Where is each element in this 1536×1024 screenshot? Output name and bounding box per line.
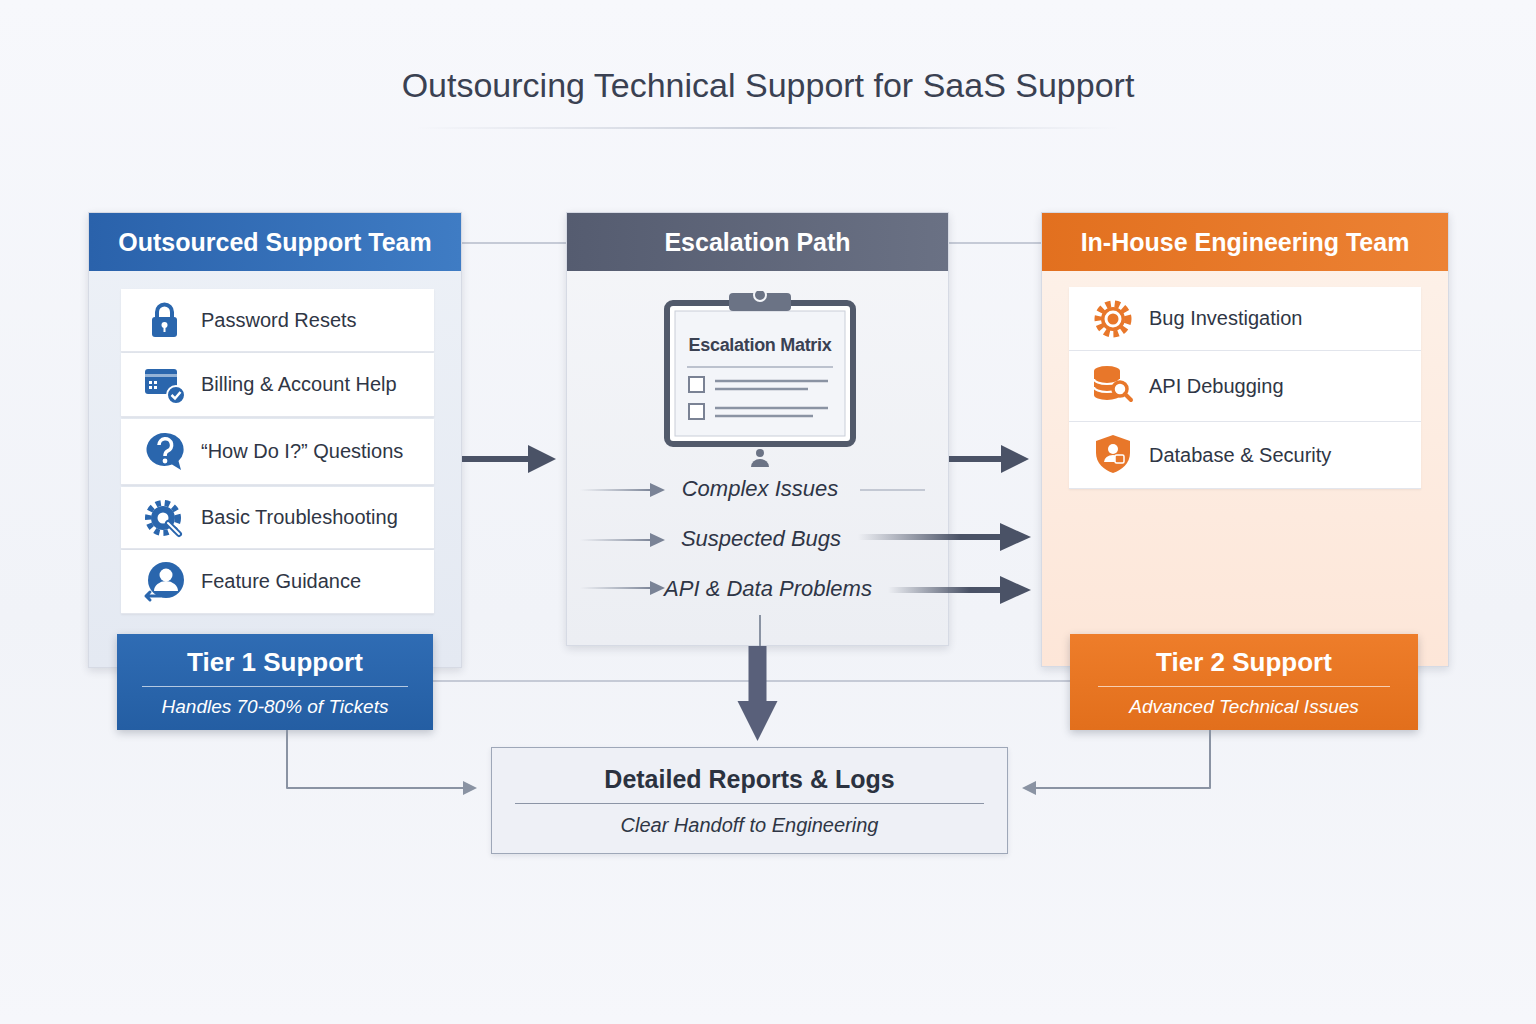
icon-glyph: [1091, 433, 1135, 475]
flow-arrow: [949, 456, 1001, 462]
panel-title: Escalation Path: [664, 228, 850, 257]
icon-glyph: [143, 430, 187, 472]
task-box: Password Resets: [121, 289, 434, 352]
panel-title: Outsourced Support Team: [118, 228, 431, 257]
icon-glyph: [143, 561, 187, 603]
item-icon: [1091, 433, 1135, 475]
escalation-reason: Suspected Bugs: [641, 526, 881, 552]
icon-glyph: [1091, 362, 1135, 404]
item-icon: [143, 561, 187, 603]
report-rule: [515, 803, 984, 804]
task-box: Billing & Account Help: [121, 353, 434, 417]
item-icon: [143, 300, 187, 342]
team-panel: Escalation PathEscalation Matrix: [566, 212, 949, 646]
escalation-reason: Complex Issues: [640, 476, 880, 502]
badge-title: Tier 1 Support: [187, 647, 363, 678]
item-label: Database & Security: [1149, 444, 1331, 467]
icon-glyph: [143, 300, 187, 342]
panel-header: In-House Engineering Team: [1042, 213, 1448, 271]
item-icon: [143, 498, 187, 540]
item-label: Password Resets: [201, 309, 357, 332]
flow-arrow: [287, 730, 463, 788]
item-icon: [1091, 362, 1135, 404]
clipboard-title: Escalation Matrix: [663, 335, 857, 356]
title-underline: [415, 127, 1120, 129]
team-panel: Outsourced Support TeamPassword ResetsBi…: [88, 212, 462, 668]
badge-subtitle: Advanced Technical Issues: [1129, 696, 1359, 718]
escalation-reason: API & Data Problems: [638, 576, 898, 602]
tier-badge: Tier 2 SupportAdvanced Technical Issues: [1070, 634, 1418, 730]
icon-glyph: [1091, 298, 1135, 340]
clipboard-box: Escalation Matrix: [663, 291, 857, 448]
item-label: API Debugging: [1149, 375, 1284, 398]
item-label: Feature Guidance: [201, 570, 361, 593]
link-line: [433, 680, 1070, 682]
task-box: Bug Investigation: [1069, 287, 1421, 351]
task-box: “How Do I?” Questions: [121, 419, 434, 485]
task-box: Feature Guidance: [121, 550, 434, 614]
icon-glyph: [143, 498, 187, 540]
badge-rule: [142, 686, 407, 687]
team-panel: In-House Engineering TeamBug Investigati…: [1041, 212, 1449, 667]
task-box: Basic Troubleshooting: [121, 487, 434, 549]
report-title: Detailed Reports & Logs: [604, 765, 894, 794]
badge-rule: [1098, 686, 1390, 687]
item-icon: [143, 430, 187, 472]
report-subtitle: Clear Handoff to Engineering: [621, 814, 879, 837]
panel-title: In-House Engineering Team: [1081, 228, 1410, 257]
clipboard-outline: [663, 291, 857, 448]
flow-arrow: [462, 456, 528, 462]
report-box: Detailed Reports & LogsClear Handoff to …: [491, 747, 1008, 854]
link-line: [949, 242, 1041, 244]
item-label: Billing & Account Help: [201, 373, 397, 396]
diagram-title: Outsourcing Technical Support for SaaS S…: [0, 66, 1536, 105]
item-label: Basic Troubleshooting: [201, 506, 398, 529]
panel-header: Outsourced Support Team: [89, 213, 461, 271]
item-label: “How Do I?” Questions: [201, 440, 403, 463]
item-icon: [143, 364, 187, 406]
item-icon: [1091, 298, 1135, 340]
task-box: Database & Security: [1069, 422, 1421, 489]
link-line: [462, 242, 566, 244]
badge-subtitle: Handles 70-80% of Tickets: [162, 696, 389, 718]
person-symbol: [751, 449, 769, 467]
badge-title: Tier 2 Support: [1156, 647, 1332, 678]
tier-badge: Tier 1 SupportHandles 70-80% of Tickets: [117, 634, 433, 730]
panel-header: Escalation Path: [567, 213, 948, 271]
task-box: API Debugging: [1069, 351, 1421, 422]
flow-arrow: [1036, 730, 1210, 788]
reason-arrows: [580, 483, 1031, 646]
icon-glyph: [143, 364, 187, 406]
item-label: Bug Investigation: [1149, 307, 1302, 330]
flow-arrow: [749, 646, 767, 701]
